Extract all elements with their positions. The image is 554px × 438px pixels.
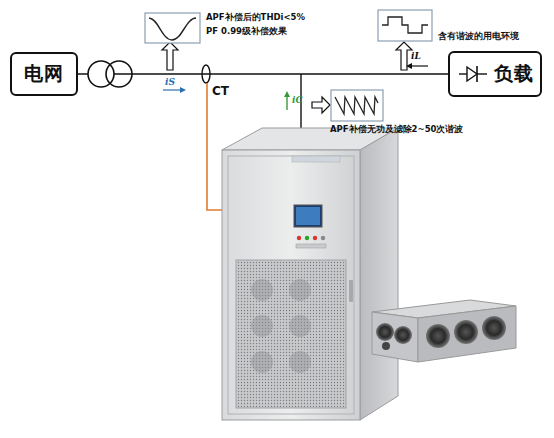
current-arrow [163,87,186,93]
diode-symbol [456,59,490,89]
square-wave-box [378,10,432,41]
annotation-label: iL [411,51,421,61]
annotation-label: CT [212,84,229,98]
apf-branch-wire [300,74,301,143]
node-text: 负载 [494,61,534,87]
annotation-label: APF补偿后的THDi<5% [206,12,305,24]
ct-wire [207,83,224,210]
node-box: 电网 [10,52,78,96]
current-arrow [284,91,290,110]
node-text: 电网 [24,61,64,87]
ct-ring [202,65,210,83]
hollow-arrow [162,42,178,70]
annotation-label: PF 0.99级补偿效果 [206,26,287,38]
hollow-arrow [396,42,412,70]
current-arrow [406,63,428,69]
annotation-label: iC [292,95,303,105]
bus-line [78,74,448,75]
hollow-arrow [312,97,330,113]
annotation-label: 含有谐波的用电环境 [438,31,519,43]
apf-cabinet [222,128,398,420]
sawtooth-wave-box [331,90,383,121]
node-box: 负载 [448,51,542,97]
sine-wave-box [145,13,200,43]
annotation-label: APF补偿无功及滤除2~50次谐波 [330,124,463,136]
transformer-symbol [88,61,132,87]
apf-module [372,300,516,362]
annotation-label: iS [165,77,175,87]
